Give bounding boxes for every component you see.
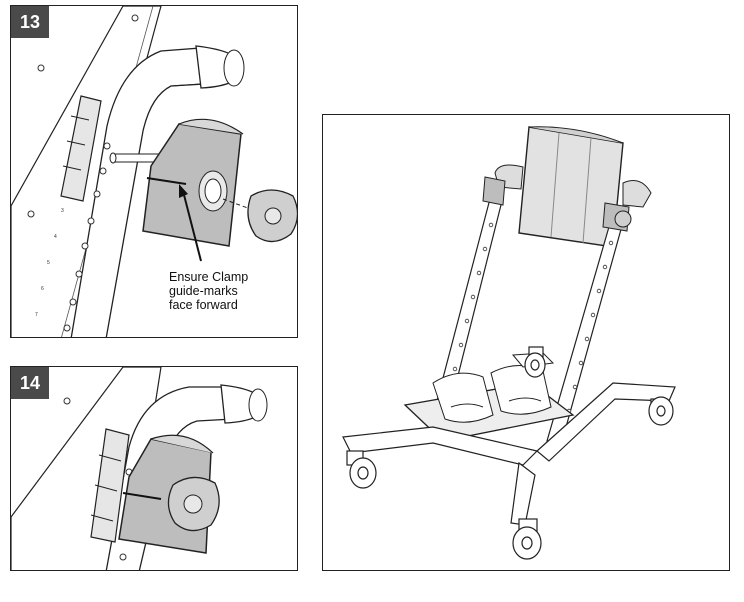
step-14-illustration <box>11 367 268 570</box>
step-number-badge: 14 <box>11 367 49 399</box>
svg-text:6: 6 <box>41 286 44 292</box>
step-13-illustration: 1234 567 <box>11 6 297 337</box>
callout-line: Ensure Clamp <box>169 270 249 284</box>
svg-text:7: 7 <box>35 312 38 318</box>
step-number-badge: 13 <box>11 6 49 38</box>
chair-overview-panel <box>322 114 730 571</box>
callout-line: guide-marks <box>169 284 238 298</box>
chair-illustration <box>342 126 676 560</box>
callout-line: face forward <box>169 298 238 312</box>
svg-text:5: 5 <box>47 260 50 266</box>
clamp-callout: Ensure Clamp guide-marks face forward <box>169 270 248 312</box>
svg-text:4: 4 <box>54 234 57 240</box>
step-13-panel: 1234 567 13 Ensure Clamp guide-marks fac… <box>10 5 298 338</box>
svg-text:3: 3 <box>61 208 64 214</box>
step-14-panel: 14 <box>10 366 298 571</box>
